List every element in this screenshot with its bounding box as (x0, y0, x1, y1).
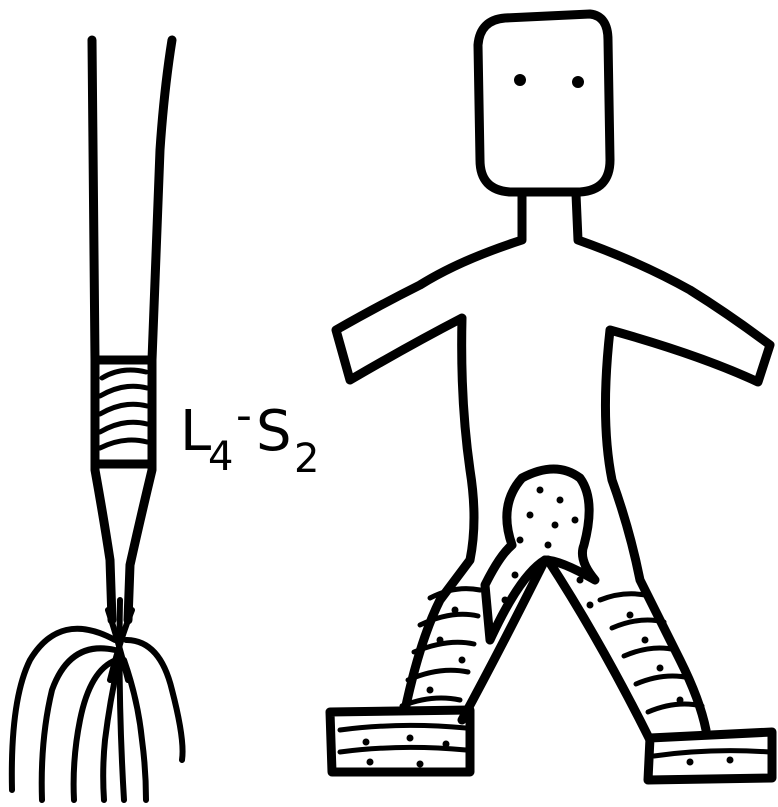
label-sub-a: 4 (208, 434, 233, 480)
left-eye (514, 74, 526, 86)
head (478, 14, 610, 192)
right-eye (572, 76, 584, 88)
human-figure (330, 14, 772, 780)
label-main-a: L (180, 399, 211, 464)
label-dash: - (236, 390, 252, 441)
l4-s2-hatched-segment (100, 370, 147, 448)
spinal-cord-left-edge (92, 40, 112, 620)
inner-leg-left (462, 560, 545, 720)
nerve-roots (12, 600, 183, 800)
label-main-b: S (256, 399, 292, 464)
segment-label: L 4 - S 2 (180, 390, 319, 482)
left-foot (330, 710, 470, 772)
spinal-cord-right-edge (128, 40, 172, 620)
label-sub-b: 2 (294, 436, 319, 482)
spinal-cord (92, 40, 172, 620)
